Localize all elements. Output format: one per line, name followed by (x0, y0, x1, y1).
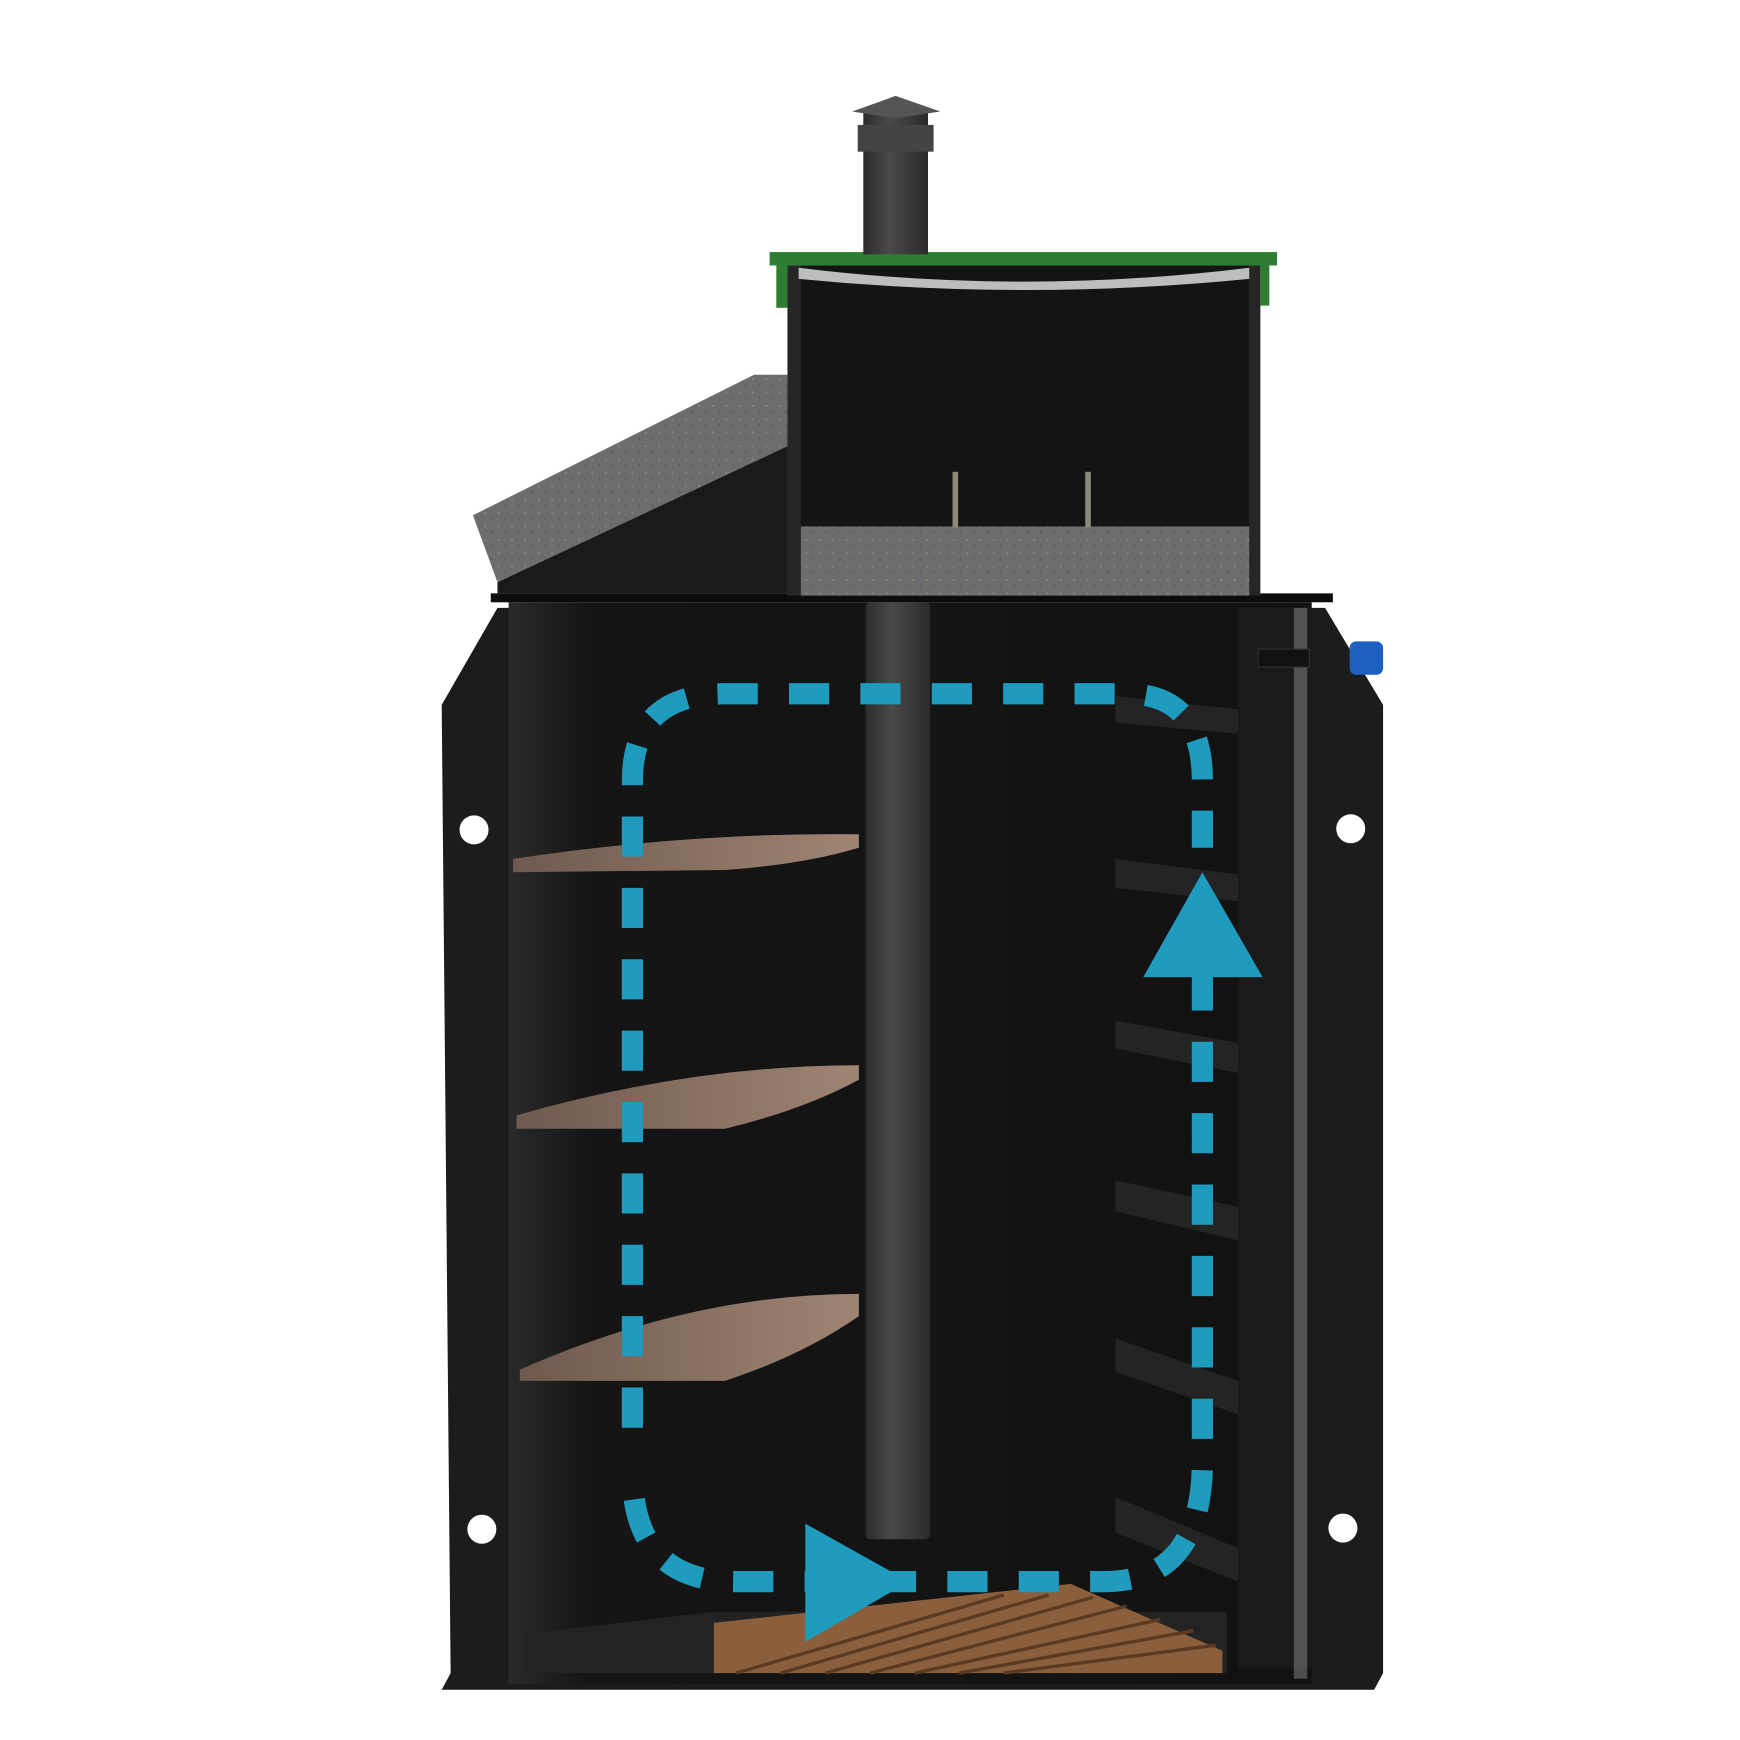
central-inlet-pipe (865, 602, 931, 1540)
mounting-hole (1336, 814, 1366, 844)
wooden-grate (713, 1583, 1223, 1674)
right-wall-highlight (1293, 607, 1308, 1679)
sloped-concrete-lid (472, 374, 788, 583)
flow-arrow-right-icon (805, 1523, 910, 1642)
filter-shelf (516, 1065, 859, 1129)
riser-rim-highlight (798, 267, 1250, 290)
mounting-hole (1328, 1513, 1358, 1543)
riser-wall-left (787, 265, 801, 596)
riser-wall-right (1249, 265, 1261, 596)
vent-collar (857, 124, 934, 152)
flow-path-dashed (621, 683, 1213, 1593)
mounting-hole (467, 1514, 497, 1544)
filter-shelf (513, 834, 859, 873)
flow-arrow-up-icon (1143, 872, 1263, 978)
mounting-hole (459, 815, 489, 845)
concrete-slab (800, 526, 1250, 596)
lifting-hook (952, 471, 959, 528)
green-lid (769, 252, 1278, 266)
vent-cap (852, 95, 941, 119)
green-lid-side-left (776, 263, 788, 308)
top-rim (490, 593, 1333, 603)
outlet-fitting (1349, 641, 1384, 675)
sloped-roof (497, 446, 788, 594)
filter-shelf (519, 1293, 859, 1381)
outlet-pipe-stub (1257, 648, 1311, 668)
grate-slats (735, 1593, 1216, 1675)
lifting-hook (1085, 471, 1091, 528)
green-lid-side-right (1260, 263, 1270, 306)
